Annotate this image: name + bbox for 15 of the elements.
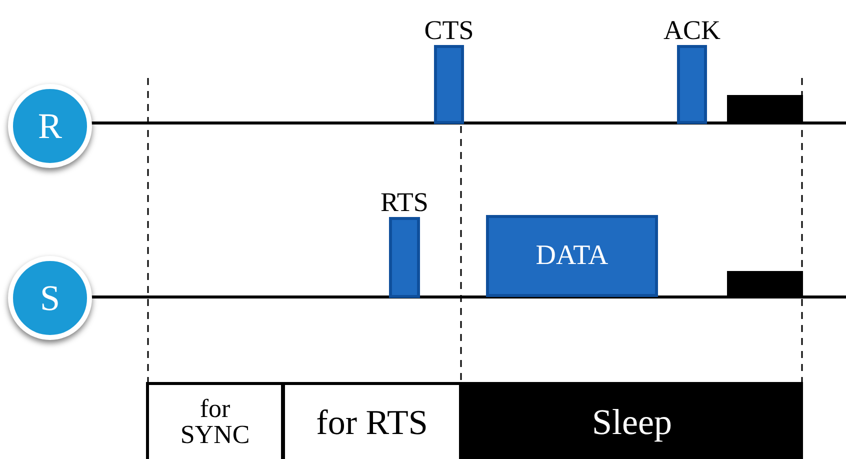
pulse-label: CTS [424, 16, 474, 46]
node-label: DATA [536, 240, 608, 272]
sleep-bar [727, 271, 803, 298]
data-packet [486, 215, 658, 297]
node-label: R [38, 105, 62, 147]
node-label: S [40, 277, 60, 319]
pulse-label: ACK [664, 16, 720, 46]
node-label: Sleep [592, 404, 672, 440]
rts-period-box [282, 382, 462, 459]
pulse-label: RTS [380, 188, 428, 218]
sleep-bar [727, 95, 803, 124]
sleep-period-box [461, 382, 803, 459]
node-label: for RTS [316, 404, 428, 440]
node-label: for SYNC [179, 396, 251, 448]
sync-period-box [146, 382, 284, 459]
